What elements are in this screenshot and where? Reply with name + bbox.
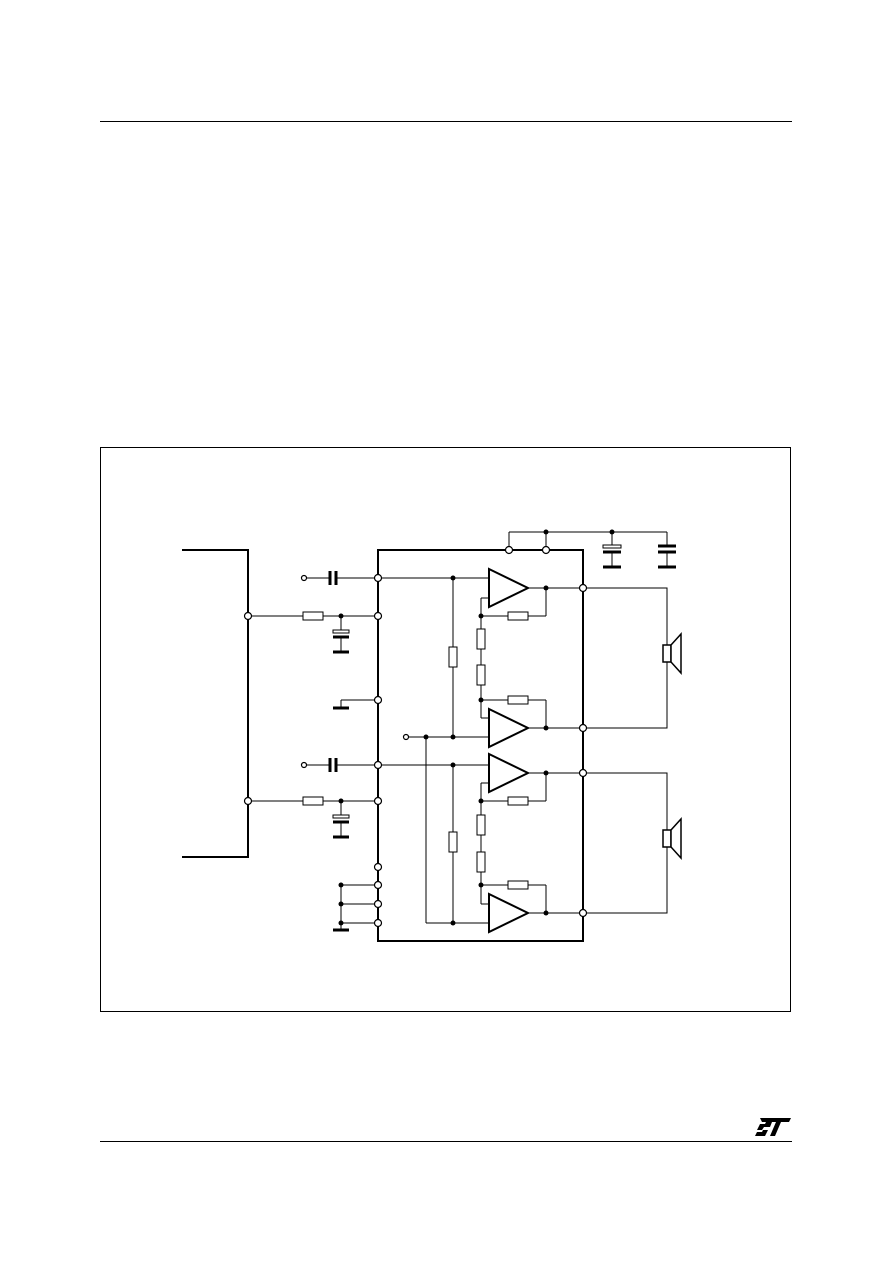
input-coupling-capacitor-2 xyxy=(307,758,378,772)
supply-capacitor-electrolytic xyxy=(602,544,622,569)
amplifier-3 xyxy=(488,752,531,794)
loudspeaker-1-icon xyxy=(662,632,682,675)
input-network-1 xyxy=(248,611,378,654)
st-logo-icon xyxy=(755,1118,791,1136)
header-rule xyxy=(100,121,792,122)
junction-dots xyxy=(338,529,615,926)
internal-wiring xyxy=(378,577,583,924)
loudspeaker-2-icon xyxy=(662,817,682,860)
output-wiring xyxy=(583,587,668,914)
amplifier-1 xyxy=(488,567,531,609)
supply-capacitor-ceramic xyxy=(658,544,676,569)
ic-body xyxy=(377,549,584,942)
amplifier-4 xyxy=(488,892,531,934)
ground-pins-bottom xyxy=(333,884,378,932)
figure-frame xyxy=(100,447,791,1012)
input-network-2 xyxy=(248,796,378,839)
ground-pin xyxy=(333,699,378,710)
footer-rule xyxy=(100,1141,792,1142)
amplifier-2 xyxy=(488,707,531,749)
ic-pins xyxy=(243,545,588,928)
input-coupling-capacitor-1 xyxy=(307,571,378,585)
input-source-block xyxy=(182,549,249,858)
supply-line xyxy=(508,531,668,550)
